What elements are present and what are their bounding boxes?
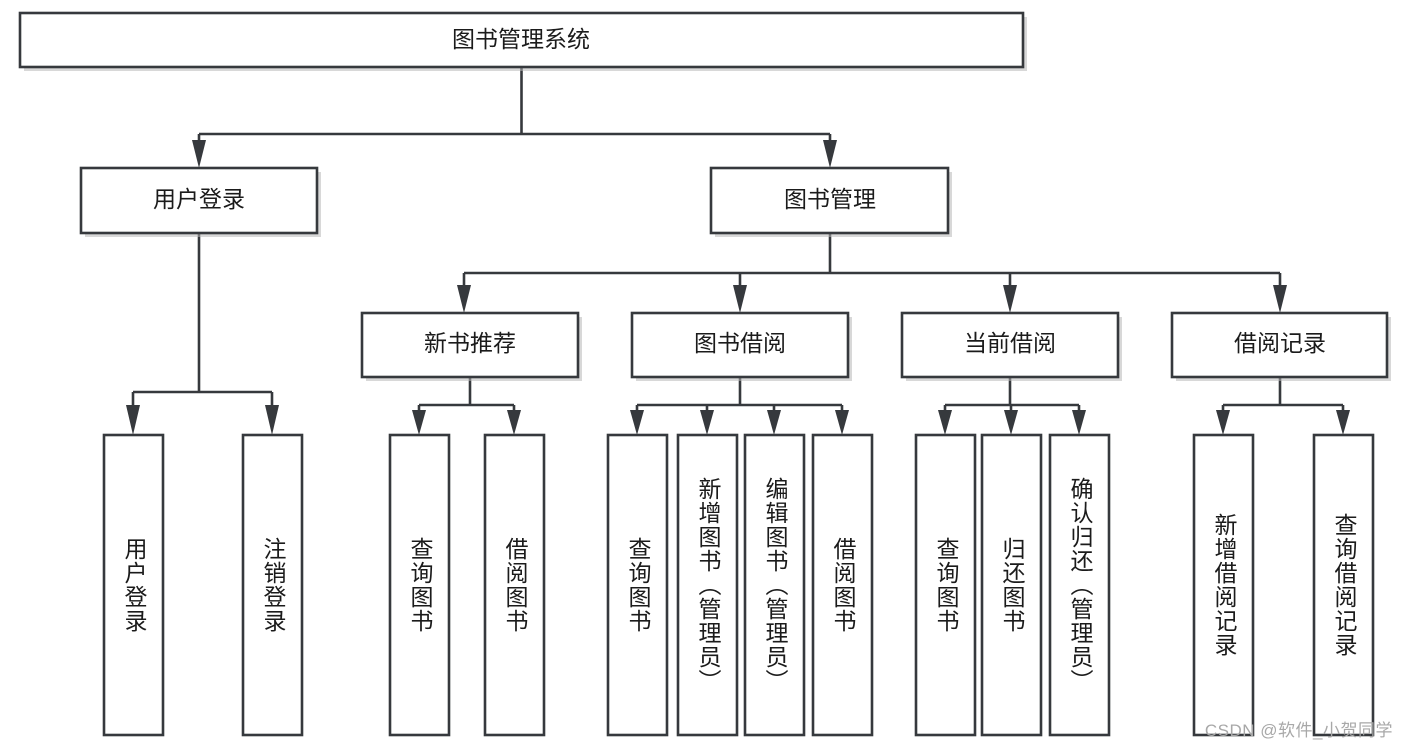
node-book-management-box[interactable]: [709, 166, 950, 235]
node-current-borrow[interactable]: 当前借阅: [900, 311, 1120, 379]
node-book-borrow-label: 图书借阅: [694, 330, 786, 356]
arrow-head-leaf-query-book-3: [938, 410, 952, 435]
node-leaf-user-login-box[interactable]: [102, 433, 165, 737]
arrow-head-leaf-query-book-1: [412, 410, 426, 435]
node-root[interactable]: 图书管理系统: [18, 11, 1025, 69]
node-borrow-record-box[interactable]: [1170, 311, 1389, 379]
node-leaf-return-book-box[interactable]: [980, 433, 1043, 737]
node-root-box[interactable]: [18, 11, 1025, 69]
node-leaf-add-borrow-record-box[interactable]: [1192, 433, 1255, 737]
node-leaf-confirm-return-box[interactable]: [1048, 433, 1111, 737]
node-leaf-query-book-3-box[interactable]: [914, 433, 977, 737]
node-user-login-box[interactable]: [79, 166, 319, 235]
node-leaf-edit-book-box[interactable]: [743, 433, 806, 737]
node-current-borrow-box[interactable]: [900, 311, 1120, 379]
node-leaf-user-logout-box[interactable]: [241, 433, 304, 737]
arrow-head-leaf-user-login: [126, 405, 140, 435]
connector-group: [126, 67, 1350, 435]
node-borrow-record-label: 借阅记录: [1234, 330, 1326, 356]
node-leaf-borrow-book-1-box[interactable]: [483, 433, 546, 737]
node-new-book-recommend-box[interactable]: [360, 311, 580, 379]
node-book-borrow[interactable]: 图书借阅: [630, 311, 850, 379]
node-user-login-label: 用户登录: [153, 186, 245, 212]
arrow-head-new-book-recommend: [457, 285, 471, 313]
arrow-head-borrow-record: [1273, 285, 1287, 313]
arrow-head-book-borrow: [733, 285, 747, 313]
arrow-head-leaf-user-logout: [265, 405, 279, 435]
node-leaf-query-book-1-box[interactable]: [388, 433, 451, 737]
arrow-head-leaf-edit-book: [767, 410, 781, 435]
arrow-head-leaf-add-borrow-record: [1216, 410, 1230, 435]
node-leaf-add-book-box[interactable]: [676, 433, 739, 737]
arrow-head-leaf-query-borrow-record: [1336, 410, 1350, 435]
arrow-head-leaf-return-book: [1004, 410, 1018, 435]
node-book-management-label: 图书管理: [784, 186, 876, 212]
arrow-head-user-login: [192, 140, 206, 168]
arrow-head-leaf-borrow-book-2: [835, 410, 849, 435]
node-book-borrow-box[interactable]: [630, 311, 850, 379]
arrow-head-book-management: [823, 140, 837, 168]
node-user-login[interactable]: 用户登录: [79, 166, 319, 235]
leaf-box-group[interactable]: [102, 433, 1375, 737]
node-new-book-recommend[interactable]: 新书推荐: [360, 311, 580, 379]
arrow-head-current-borrow: [1003, 285, 1017, 313]
node-root-label: 图书管理系统: [452, 26, 590, 52]
node-leaf-query-borrow-record-box[interactable]: [1312, 433, 1375, 737]
arrow-head-leaf-borrow-book-1: [507, 410, 521, 435]
arrow-head-leaf-add-book: [700, 410, 714, 435]
node-current-borrow-label: 当前借阅: [964, 330, 1056, 356]
node-book-management[interactable]: 图书管理: [709, 166, 950, 235]
node-leaf-query-book-2-box[interactable]: [606, 433, 669, 737]
node-new-book-recommend-label: 新书推荐: [424, 330, 516, 356]
node-leaf-borrow-book-2-box[interactable]: [811, 433, 874, 737]
arrow-head-leaf-query-book-2: [630, 410, 644, 435]
node-borrow-record[interactable]: 借阅记录: [1170, 311, 1389, 379]
arrow-head-leaf-confirm-return: [1072, 410, 1086, 435]
csdn-watermark: CSDN @软件_小贺同学: [1204, 721, 1393, 740]
